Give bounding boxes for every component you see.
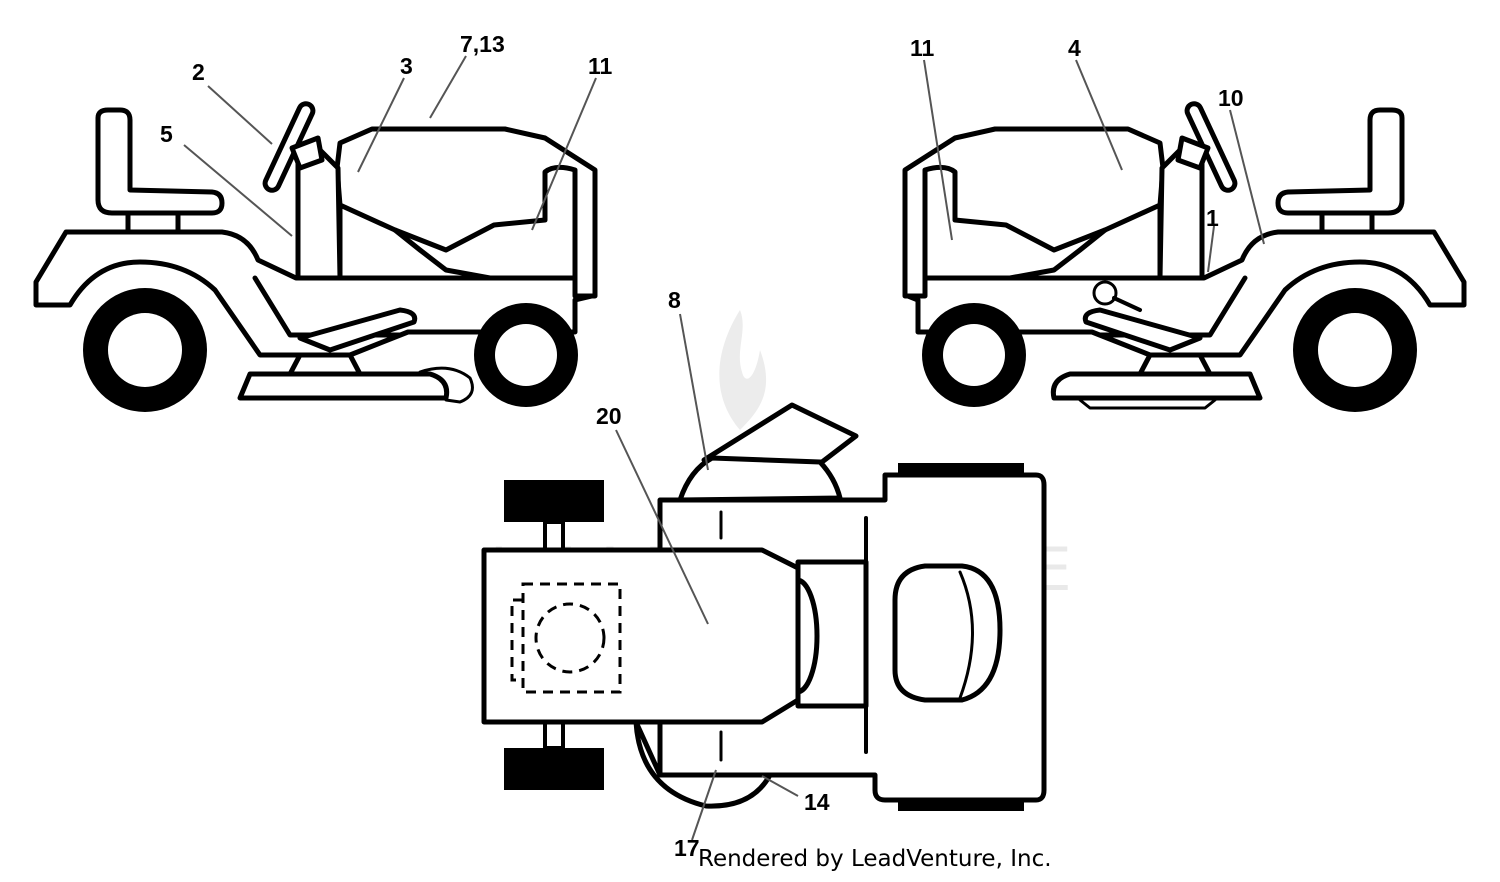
front-tire-top (504, 480, 604, 522)
engine-side (510, 598, 523, 682)
front-axle-bottom (543, 720, 565, 750)
front-wheel-hub (495, 324, 557, 386)
deck-link (1137, 352, 1213, 377)
callout-14: 14 (804, 789, 830, 815)
leader-10 (1229, 109, 1265, 245)
deck-bottom-arc (633, 719, 773, 809)
seat-back-line (958, 570, 974, 700)
seat (95, 107, 225, 216)
leader-1 (1207, 225, 1215, 273)
callout-2: 2 (192, 59, 205, 85)
leader-2 (207, 85, 273, 145)
tractor-right-view: 11 4 10 1 (902, 35, 1467, 412)
leader-3 (357, 77, 405, 173)
seat-top (892, 563, 1003, 703)
deck-chute (418, 366, 474, 404)
callout-5: 5 (160, 121, 173, 147)
leader-4 (1075, 59, 1123, 171)
leader-11-left (531, 77, 597, 231)
callout-4: 4 (1068, 35, 1081, 61)
leader-17 (691, 769, 717, 841)
callout-1: 1 (1206, 205, 1219, 231)
callout-11-left: 11 (588, 53, 613, 79)
rear-wheel-hub (108, 313, 182, 387)
leader-20 (615, 429, 709, 625)
foot-pedal (1082, 307, 1203, 353)
leader-8 (679, 313, 709, 471)
hood (902, 126, 1166, 299)
lift-lever-knob (1092, 280, 1118, 306)
leader-11-right (923, 59, 953, 241)
rear-wheel-hub (1318, 313, 1392, 387)
hood-top (481, 547, 801, 725)
render-credit: Rendered by LeadVenture, Inc. (698, 846, 1052, 872)
mower-deck (237, 371, 450, 401)
leader-14 (761, 775, 799, 797)
hood (334, 126, 598, 299)
rear-body (33, 229, 595, 358)
tractor-left-view: 2 5 3 7,13 11 (33, 31, 613, 412)
steering-hub (795, 559, 869, 709)
callout-20: 20 (596, 403, 622, 429)
callout-7-13: 7,13 (460, 31, 505, 57)
front-axle-top (543, 520, 565, 552)
callout-8: 8 (668, 287, 681, 313)
deck-skirt (1078, 398, 1217, 410)
discharge-chute (701, 402, 859, 465)
front-tire-bottom (504, 748, 604, 790)
rear-body (905, 229, 1467, 358)
dash-tower (295, 147, 343, 281)
foot-pedal (297, 307, 418, 353)
callout-10: 10 (1218, 85, 1244, 111)
flame-logo-icon (719, 310, 767, 430)
callout-3: 3 (400, 53, 413, 79)
front-wheel-hub (943, 324, 1005, 386)
steering-column (289, 135, 325, 171)
deck-top-arc (677, 455, 843, 503)
steering-column (1175, 135, 1211, 171)
leader-7-13 (429, 55, 467, 119)
dash-tower (1157, 147, 1205, 281)
seat (1275, 107, 1405, 216)
lift-lever-shaft (1112, 296, 1142, 312)
deck-link (287, 352, 363, 377)
callout-17: 17 (674, 835, 700, 861)
leader-5 (183, 144, 293, 237)
engine-flywheel (534, 602, 606, 674)
callout-11-right: 11 (910, 35, 935, 61)
mower-deck (1050, 371, 1263, 401)
tractor-top-view: 8 20 14 17 (481, 287, 1047, 861)
